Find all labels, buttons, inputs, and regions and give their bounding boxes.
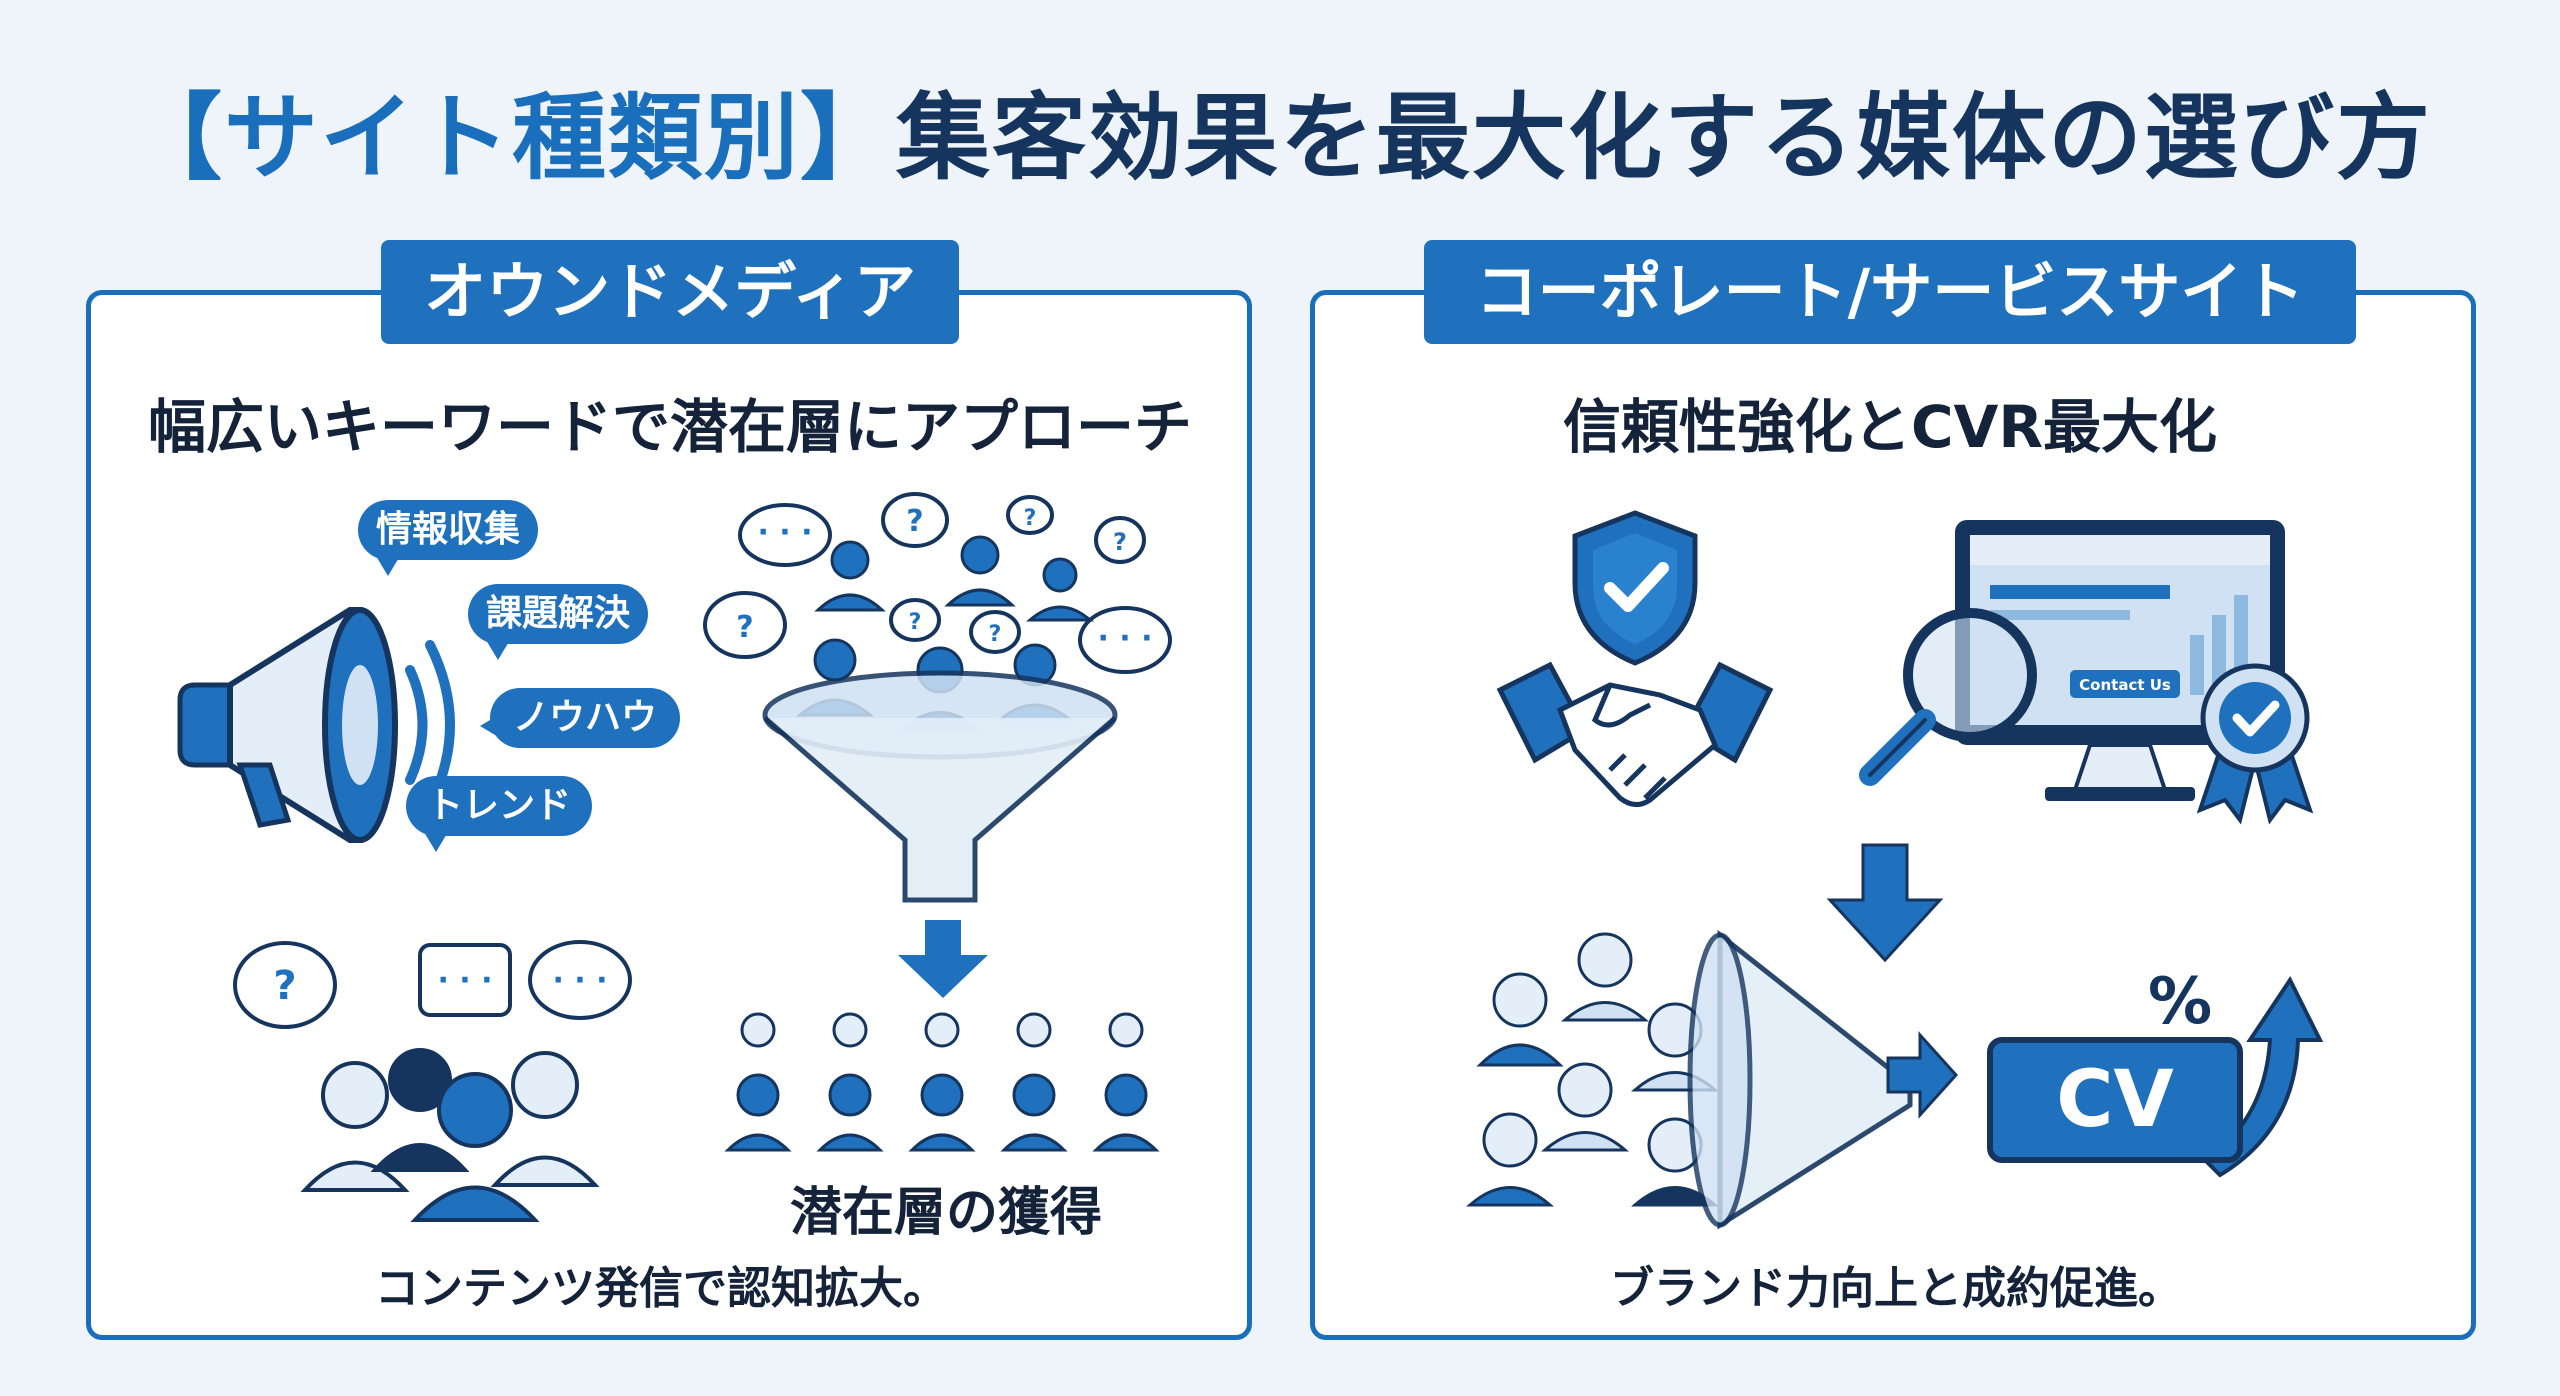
- tag-pill: 情報収集: [358, 500, 538, 576]
- lightbulb-icon: [724, 1012, 1160, 1152]
- owned-media-subtitle: 幅広いキーワードで潜在層にアプローチ: [147, 393, 1192, 461]
- cv-label: CV: [2056, 1055, 2174, 1145]
- person-icon: [1466, 932, 1719, 1207]
- owned-media-label: オウンドメディア: [381, 240, 959, 344]
- page-title: 【サイト種類別】集客効果を最大化する媒体の選び方: [0, 62, 2560, 198]
- audience-funnel-icon: [1466, 929, 1913, 1230]
- percent-label: %: [2148, 965, 2213, 1039]
- handshake-icon: [1496, 661, 1774, 807]
- tag-pill: トレンド: [406, 776, 592, 852]
- svg-text:· · ·: · · ·: [1097, 621, 1152, 656]
- svg-text:?: ?: [273, 963, 296, 1009]
- contact-us-button[interactable]: Contact Us: [2079, 676, 2171, 694]
- tag-pill: ノウハウ: [480, 688, 680, 748]
- svg-text:?: ?: [906, 504, 923, 539]
- arrow-down-icon: [1826, 843, 1944, 963]
- svg-text:?: ?: [909, 610, 922, 635]
- svg-text:· · ·: · · ·: [757, 515, 812, 550]
- speech-bubble-icon: [233, 940, 632, 1029]
- person-icon: [724, 1073, 1160, 1152]
- people-group-icon: ? · · · · · ·: [233, 940, 632, 1222]
- corporate-site-caption: ブランド力向上と成約促進。: [1610, 1263, 2182, 1314]
- tag-pill: 課題解決: [468, 584, 648, 660]
- speech-bubble-icon: [703, 492, 1172, 674]
- megaphone-icon: [177, 607, 455, 843]
- funnel-icon: ??? ??? · · · · · ·: [703, 492, 1172, 903]
- corporate-site-label: コーポレート/サービスサイト: [1424, 240, 2356, 344]
- growth-arrow-icon: [1987, 976, 2324, 1178]
- arrow-right-icon: [1886, 1031, 1959, 1119]
- svg-text:?: ?: [1113, 528, 1127, 556]
- owned-media-caption: コンテンツ発信で認知拡大。: [375, 1263, 947, 1314]
- svg-text:· · ·: · · ·: [437, 963, 492, 998]
- funnel-caption: 潜在層の獲得: [790, 1183, 1103, 1243]
- title-bracket: 【サイト種類別】: [127, 84, 896, 193]
- title-main: 集客効果を最大化する媒体の選び方: [896, 84, 2433, 193]
- badge-check-icon: [2196, 663, 2314, 825]
- svg-text:?: ?: [736, 610, 753, 645]
- corporate-site-subtitle: 信頼性強化とCVR最大化: [1562, 393, 2218, 461]
- svg-text:?: ?: [989, 622, 1002, 647]
- magnifier-icon: [1859, 608, 2037, 786]
- svg-text:?: ?: [1024, 506, 1037, 531]
- arrow-down-icon: [898, 920, 988, 998]
- shield-check-icon: [1572, 510, 1698, 666]
- svg-text:· · ·: · · ·: [552, 963, 607, 998]
- person-icon: [300, 1048, 600, 1222]
